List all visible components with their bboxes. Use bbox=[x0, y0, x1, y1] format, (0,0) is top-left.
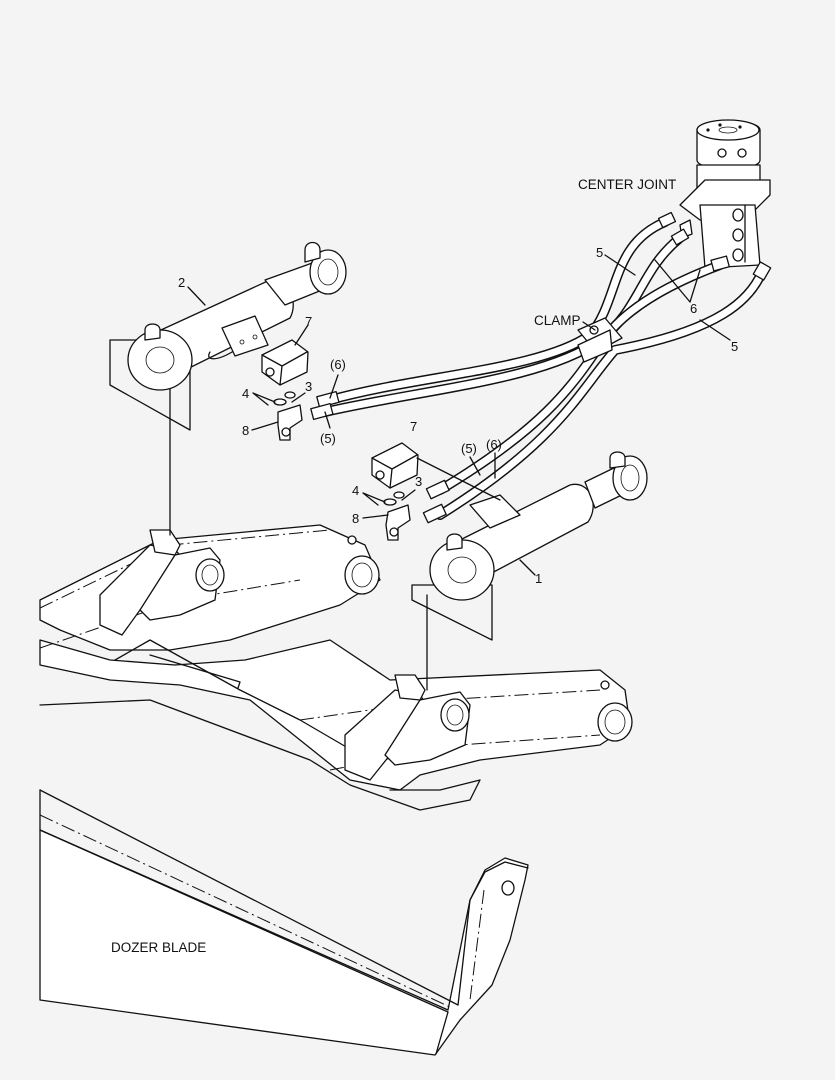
dozer-cylinder-upper bbox=[127, 241, 347, 391]
label-part-4-upper: 4 bbox=[242, 386, 250, 401]
label-part-3-upper: 3 bbox=[305, 379, 313, 394]
label-part-5-right: 5 bbox=[731, 339, 739, 354]
dozer-cylinder-lower bbox=[429, 451, 648, 601]
label-hose-6-lower: (6) bbox=[486, 437, 502, 452]
label-part-8-upper: 8 bbox=[242, 423, 250, 438]
label-part-3-lower: 3 bbox=[415, 474, 423, 489]
fittings-lower bbox=[383, 491, 411, 541]
label-hose-5-lower: (5) bbox=[461, 441, 477, 456]
label-part-2: 2 bbox=[178, 275, 186, 290]
valve-block-lower bbox=[371, 442, 501, 501]
label-part-5-upper: 5 bbox=[596, 245, 604, 260]
label-part-6-right: 6 bbox=[690, 301, 698, 316]
label-hose-5-upper: (5) bbox=[320, 431, 336, 446]
label-part-8-lower: 8 bbox=[352, 511, 360, 526]
dozer-blade bbox=[39, 524, 633, 1056]
label-center-joint: CENTER JOINT bbox=[578, 177, 677, 192]
label-part-4-lower: 4 bbox=[352, 483, 360, 498]
leader-lines bbox=[187, 254, 731, 576]
label-part-7-upper: 7 bbox=[305, 314, 313, 329]
label-part-1: 1 bbox=[535, 571, 543, 586]
label-hose-6-upper: (6) bbox=[330, 357, 346, 372]
label-part-7-lower: 7 bbox=[410, 419, 418, 434]
fittings-upper bbox=[273, 391, 303, 441]
center-joint bbox=[679, 119, 771, 269]
label-dozer-blade: DOZER BLADE bbox=[111, 940, 207, 955]
valve-block-upper bbox=[261, 339, 309, 386]
hydraulic-hoses bbox=[310, 211, 772, 524]
label-clamp: CLAMP bbox=[534, 313, 581, 328]
